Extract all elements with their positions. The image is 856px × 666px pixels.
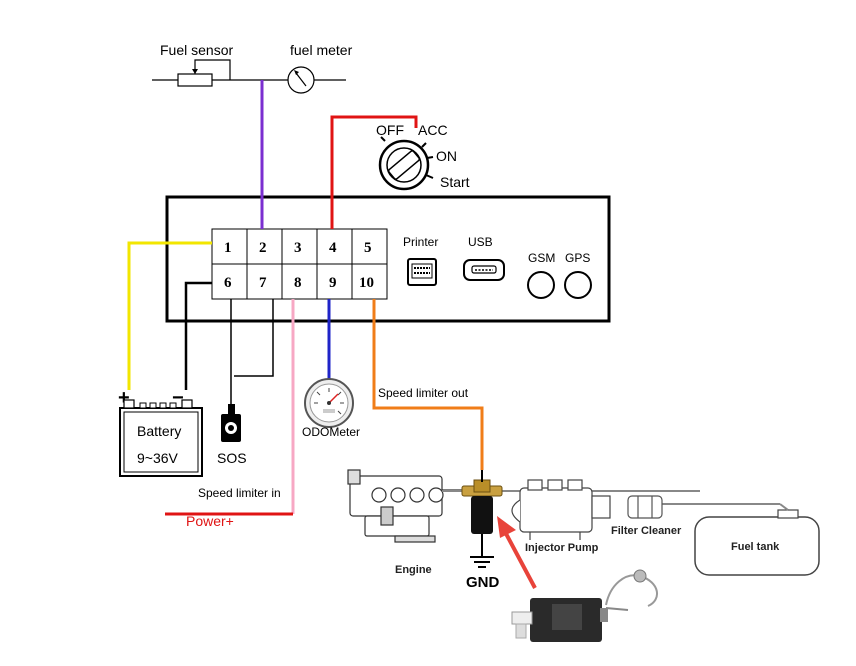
injector-pump-label: Injector Pump <box>525 542 599 554</box>
pin-5-label: 5 <box>364 240 372 256</box>
battery-icon <box>119 399 203 477</box>
odometer-label: ODOMeter <box>302 425 360 439</box>
sos-button-icon <box>221 404 241 442</box>
ignition-acc-label: ACC <box>418 122 448 138</box>
relay-module-icon <box>511 569 658 642</box>
battery-plus-label: + <box>118 387 130 409</box>
gps-label: GPS <box>565 251 590 265</box>
wire-speed-limiter-out-orange <box>372 299 484 470</box>
fuel-sensor-label: Fuel sensor <box>160 42 233 58</box>
fuel-tank-icon <box>694 503 820 576</box>
terminal-block: 1 2 3 4 5 6 7 8 9 10 <box>211 228 388 300</box>
pin-7-label: 7 <box>259 275 267 291</box>
usb-port-icon <box>463 259 505 281</box>
speed-limiter-in-label: Speed limiter in <box>198 486 281 500</box>
ignition-off-label: OFF <box>376 122 404 138</box>
solenoid-valve-icon <box>461 470 503 534</box>
pin-6-label: 6 <box>224 275 232 291</box>
ground-symbol-icon <box>470 534 494 568</box>
power-label: Power+ <box>186 513 234 529</box>
ignition-switch: OFF ACC ON Start <box>376 122 470 191</box>
speed-limiter-out-label: Speed limiter out <box>378 386 469 400</box>
ignition-key-icon <box>378 136 434 191</box>
fuel-sensor-resistor-icon <box>177 73 213 87</box>
pin-10-label: 10 <box>359 275 374 291</box>
filter-cleaner-label: Filter Cleaner <box>611 525 682 537</box>
fuel-meter-icon <box>287 66 315 94</box>
wire-acc-red <box>330 115 418 229</box>
wire-battery-negative-black <box>184 281 212 390</box>
sos-label: SOS <box>217 450 247 466</box>
battery-minus-label: − <box>172 387 184 409</box>
ignition-on-label: ON <box>436 148 457 164</box>
pin-9-label: 9 <box>329 275 337 291</box>
printer-label: Printer <box>403 235 438 249</box>
gsm-label: GSM <box>528 251 555 265</box>
pin-4-label: 4 <box>329 240 337 256</box>
wire-sos-return-black <box>234 299 274 377</box>
engine-label: Engine <box>395 564 432 576</box>
gsm-antenna-port-icon <box>527 271 555 299</box>
injector-pump-icon <box>511 479 611 540</box>
fuel-sensor-group: Fuel sensor fuel meter <box>152 42 353 94</box>
fuel-tank-label: Fuel tank <box>731 541 780 553</box>
pin-8-label: 8 <box>294 275 302 291</box>
pin-1-label: 1 <box>224 240 232 256</box>
filter-cleaner-icon <box>627 495 663 519</box>
engine-icon <box>347 469 462 543</box>
printer-port-icon <box>407 258 437 286</box>
usb-label: USB <box>468 235 493 249</box>
wire-battery-positive-yellow <box>127 241 212 390</box>
gnd-label: GND <box>466 574 500 591</box>
battery: + − Battery 9~36V <box>118 387 203 477</box>
ignition-start-label: Start <box>440 174 470 190</box>
red-arrow-icon <box>497 516 537 589</box>
battery-label: Battery <box>137 423 181 439</box>
odometer-gauge-icon <box>304 378 354 428</box>
battery-voltage-label: 9~36V <box>137 450 179 466</box>
fuel-meter-label: fuel meter <box>290 42 353 58</box>
pin-3-label: 3 <box>294 240 302 256</box>
gps-antenna-port-icon <box>564 271 592 299</box>
pin-2-label: 2 <box>259 240 267 256</box>
